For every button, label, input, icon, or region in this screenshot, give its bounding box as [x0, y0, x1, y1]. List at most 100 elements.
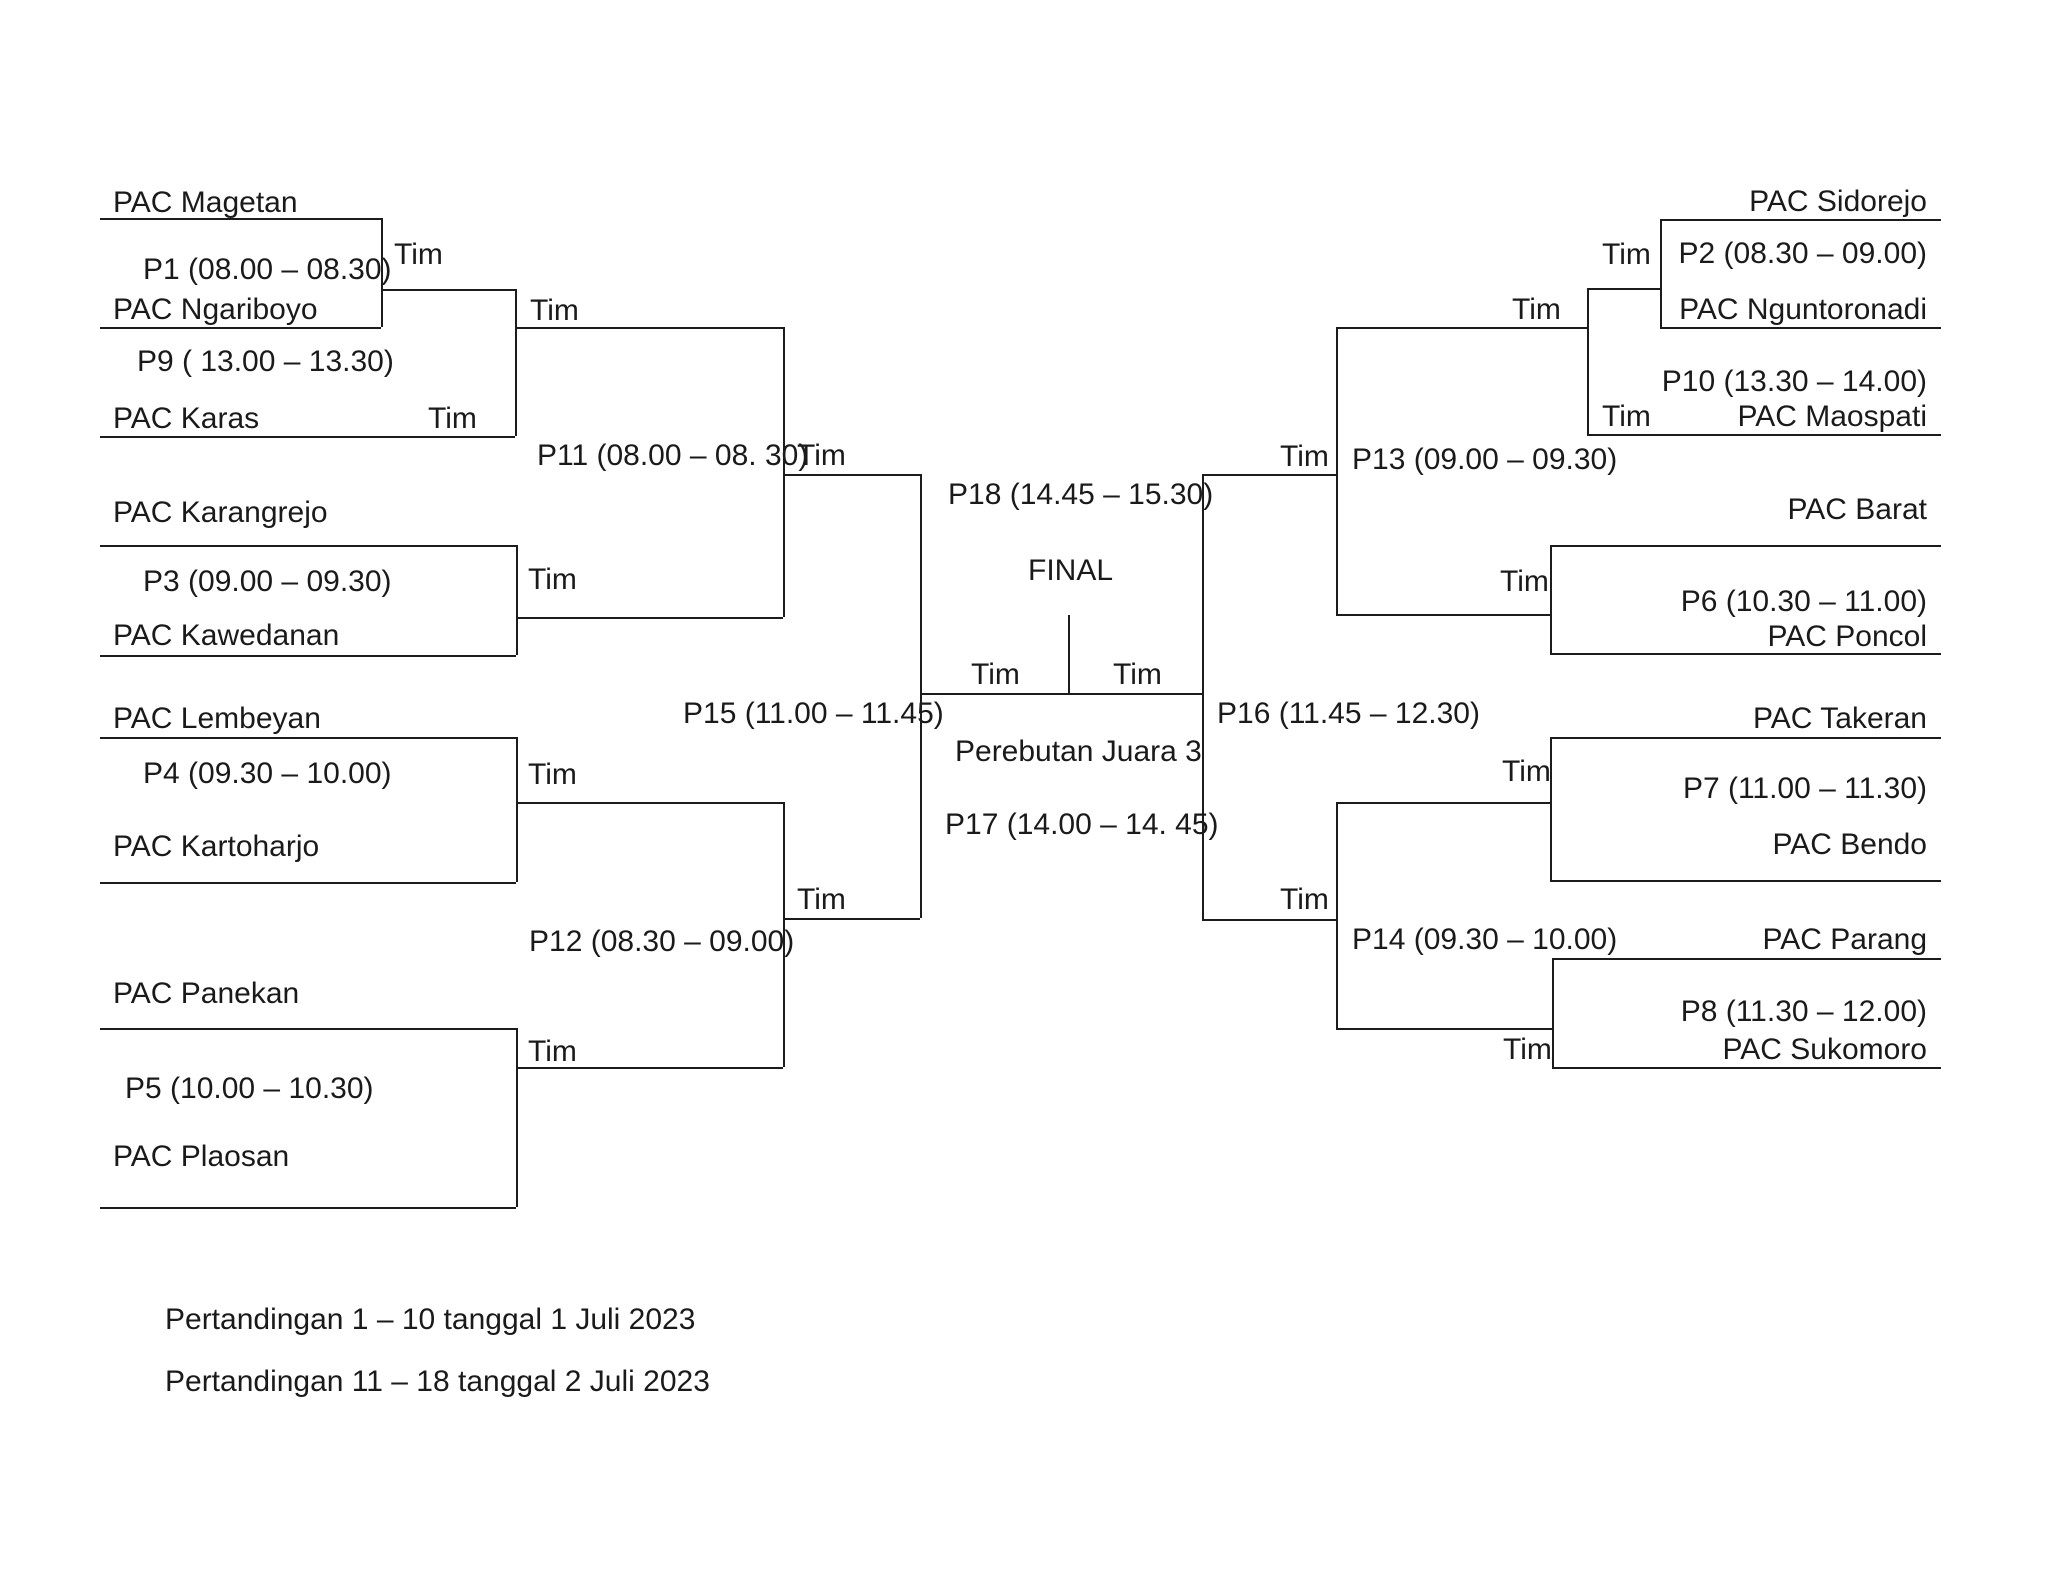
bracket-line [515, 327, 783, 329]
team-label-pac-karas: PAC Karas [113, 402, 260, 435]
tim-label-maospati: Tim [1602, 400, 1651, 433]
bracket-line [1202, 474, 1336, 476]
team-label-pac-lembeyan: PAC Lembeyan [113, 702, 321, 735]
team-label-pac-panekan: PAC Panekan [113, 977, 300, 1010]
match-label-p1: P1 (08.00 – 08.30) [143, 253, 392, 286]
bracket-line [516, 1067, 783, 1069]
bracket-line [1660, 327, 1941, 329]
tim-label-p7: Tim [1502, 755, 1551, 788]
match-label-p16: P16 (11.45 – 12.30) [1217, 697, 1480, 730]
bracket-line [1552, 958, 1554, 1067]
schedule-note-1: Pertandingan 1 – 10 tanggal 1 Juli 2023 [165, 1303, 696, 1336]
tim-label-p14: Tim [1280, 883, 1329, 916]
match-label-p11: P11 (08.00 – 08. 30) [537, 439, 809, 472]
match-label-p5: P5 (10.00 – 10.30) [125, 1072, 374, 1105]
tim-label-p2: Tim [1602, 238, 1651, 271]
team-label-pac-magetan: PAC Magetan [113, 186, 298, 219]
bracket-line [100, 545, 516, 547]
team-label-pac-karangrejo: PAC Karangrejo [113, 496, 328, 529]
bracket-line [100, 436, 515, 438]
final-label: FINAL [1028, 554, 1114, 587]
match-label-p14: P14 (09.30 – 10.00) [1352, 923, 1618, 956]
bracket-line [100, 327, 381, 329]
tim-label-p9: Tim [530, 294, 579, 327]
tim-label-p8: Tim [1503, 1033, 1552, 1066]
match-label-p12: P12 (08.30 – 09.00) [529, 925, 795, 958]
bracket-line [1660, 219, 1941, 221]
bracket-line [1336, 802, 1338, 1028]
match-label-p4: P4 (09.30 – 10.00) [143, 757, 392, 790]
final-connector-line [1068, 615, 1070, 693]
bracket-line [1202, 474, 1204, 919]
bracket-line [1587, 288, 1660, 290]
match-label-p13: P13 (09.00 – 09.30) [1352, 443, 1618, 476]
bracket-line [1550, 737, 1941, 739]
bracket-line [515, 289, 517, 436]
team-label-pac-parang: PAC Parang [1762, 923, 1927, 956]
bracket-line [1552, 1067, 1941, 1069]
team-label-pac-sukomoro: PAC Sukomoro [1722, 1033, 1927, 1066]
tim-label-p10: Tim [1512, 293, 1561, 326]
match-label-p17: P17 (14.00 – 14. 45) [945, 808, 1219, 841]
bracket-line [1336, 327, 1587, 329]
team-label-pac-bendo: PAC Bendo [1772, 828, 1927, 861]
bracket-line [1587, 288, 1589, 436]
bracket-line [1550, 737, 1552, 880]
bracket-line [516, 617, 783, 619]
bracket-line [516, 545, 518, 655]
tim-label-p1: Tim [394, 238, 443, 271]
match-label-p9: P9 ( 13.00 – 13.30) [137, 345, 394, 378]
bracket-line [1336, 802, 1550, 804]
team-label-pac-kartoharjo: PAC Kartoharjo [113, 830, 320, 863]
match-label-p7: P7 (11.00 – 11.30) [1682, 772, 1927, 805]
tim-label-final-right: Tim [1113, 658, 1162, 691]
team-label-pac-barat: PAC Barat [1787, 493, 1928, 526]
bracket-line [1660, 219, 1662, 327]
bracket-line [100, 218, 381, 220]
tim-label-p13: Tim [1280, 440, 1329, 473]
team-label-pac-nguntoronadi: PAC Nguntoronadi [1679, 293, 1927, 326]
bracket-line [1550, 545, 1941, 547]
bracket-line [1587, 434, 1941, 436]
bracket-line [1550, 545, 1552, 653]
bracket-line [920, 693, 1202, 695]
bracket-line [516, 737, 518, 882]
tim-label-final-left: Tim [971, 658, 1020, 691]
match-label-p3: P3 (09.00 – 09.30) [143, 565, 392, 598]
tim-label-karas: Tim [428, 402, 477, 435]
bracket-line [1202, 919, 1336, 921]
bracket-line [381, 289, 515, 291]
bracket-line [1336, 327, 1338, 614]
bracket-line [100, 655, 516, 657]
tim-label-p6: Tim [1500, 565, 1549, 598]
bracket-line [783, 474, 920, 476]
bracket-line [1552, 958, 1941, 960]
bracket-line [783, 802, 785, 1067]
bracket-line [516, 802, 783, 804]
bracket-line [100, 882, 516, 884]
tim-label-p11: Tim [797, 439, 846, 472]
team-label-pac-kawedanan: PAC Kawedanan [113, 619, 340, 652]
bracket-line [516, 1028, 518, 1207]
bracket-line [100, 737, 516, 739]
team-label-pac-plaosan: PAC Plaosan [113, 1140, 290, 1173]
match-label-p18: P18 (14.45 – 15.30) [948, 478, 1214, 511]
match-label-p8: P8 (11.30 – 12.00) [1680, 995, 1927, 1028]
team-label-pac-maospati: PAC Maospati [1737, 400, 1927, 433]
tim-label-p4: Tim [528, 758, 577, 791]
bracket-line [100, 1207, 516, 1209]
bracket-line [1336, 614, 1550, 616]
team-label-pac-takeran: PAC Takeran [1753, 702, 1927, 735]
tim-label-p5: Tim [528, 1035, 577, 1068]
bracket-line [381, 218, 383, 327]
match-label-p2: P2 (08.30 – 09.00) [1678, 237, 1927, 270]
bracket-line [100, 1028, 516, 1030]
third-place-label: Perebutan Juara 3 [955, 735, 1202, 768]
match-label-p15: P15 (11.00 – 11.45) [683, 697, 944, 730]
team-label-pac-poncol: PAC Poncol [1767, 620, 1927, 653]
team-label-pac-ngariboyo: PAC Ngariboyo [113, 293, 318, 326]
tim-label-p12: Tim [797, 883, 846, 916]
bracket-line [920, 474, 922, 918]
team-label-pac-sidorejo: PAC Sidorejo [1749, 185, 1927, 218]
